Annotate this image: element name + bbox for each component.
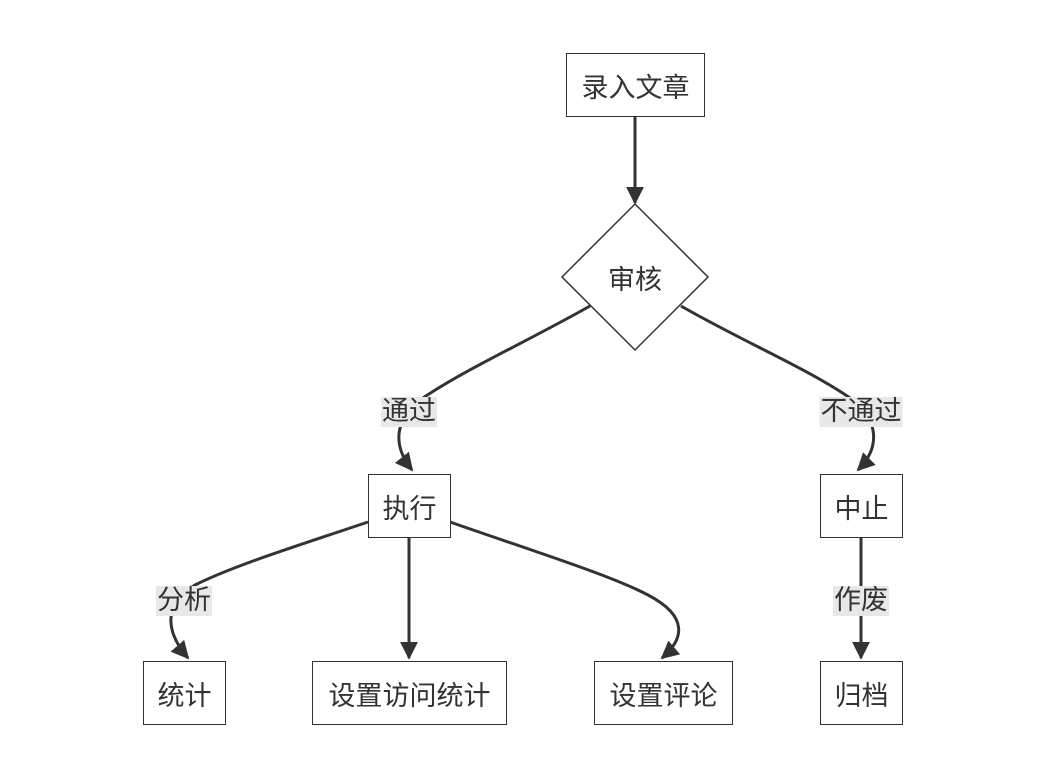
edge-label-analyze: 分析 [156, 585, 212, 616]
edge-label-pass: 通过 [381, 396, 437, 427]
edge-review-to-abort [680, 304, 876, 472]
edge-label-fail: 不通过 [819, 396, 903, 427]
node-review-label: 审核 [608, 264, 662, 296]
node-stats: 统计 [143, 661, 226, 725]
node-entry: 录入文章 [566, 53, 705, 117]
node-visit-stats: 设置访问统计 [312, 661, 507, 725]
edge-execute-to-comments [449, 520, 681, 660]
edge-review-to-execute [394, 304, 591, 472]
review-diamond [560, 202, 710, 352]
edge-execute-to-stats [169, 520, 369, 660]
edge-label-void: 作废 [833, 585, 889, 616]
node-archive: 归档 [820, 661, 903, 725]
node-abort: 中止 [820, 474, 903, 538]
node-comments: 设置评论 [594, 661, 733, 725]
node-execute: 执行 [368, 474, 451, 538]
